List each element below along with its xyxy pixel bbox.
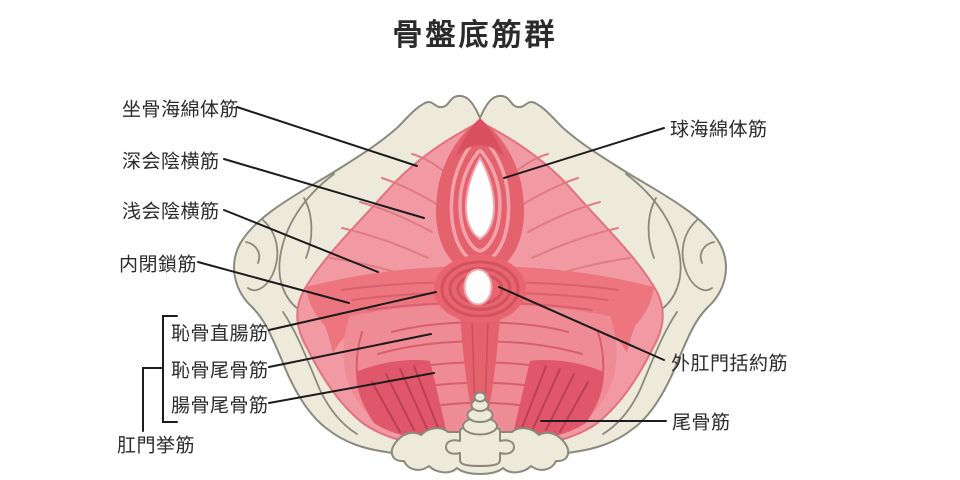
label-deep-transverse-perineal: 深会陰横筋: [122, 151, 220, 173]
leader-puborectalis: [268, 291, 437, 331]
leader-iliococcygeus: [268, 372, 435, 404]
leader-superficial-transverse-perineal: [223, 209, 379, 273]
leader-deep-transverse-perineal: [223, 158, 425, 219]
apex-wedge: [456, 118, 504, 157]
label-obturator-internus: 内閉鎖筋: [119, 254, 198, 276]
anal-opening: [463, 268, 493, 306]
urogenital-sphincter: [435, 118, 525, 274]
muscle-layer: [296, 118, 664, 451]
leader-external-anal-sphincter: [498, 286, 665, 361]
sacrum-coccyx-bone: [390, 391, 570, 475]
muscle-striations-upper: [329, 153, 631, 283]
urogenital-opening: [464, 155, 496, 241]
sacral-cross: [445, 427, 515, 467]
leader-pubococcygeus: [268, 333, 432, 368]
anal-sphincter: [434, 255, 526, 323]
label-levator-ani: 肛門挙筋: [117, 435, 196, 457]
leader-bulbocavernosus: [503, 127, 665, 179]
pelvis-bone-contour-lines: [245, 173, 715, 435]
page-title: 骨盤底筋群: [392, 19, 558, 52]
leader-lines: [197, 106, 667, 422]
label-coccygeus: 尾骨筋: [672, 412, 731, 434]
label-external-anal-sphincter: 外肛門括約筋: [671, 353, 789, 375]
label-iliococcygeus: 腸骨尾骨筋: [171, 395, 269, 417]
label-bulbocavernosus: 球海綿体筋: [670, 119, 768, 141]
label-pubococcygeus: 恥骨尾骨筋: [171, 360, 269, 382]
label-superficial-transverse-perineal: 浅会陰横筋: [122, 201, 220, 223]
label-puborectalis: 恥骨直腸筋: [171, 323, 269, 345]
coccyx-segments: [462, 391, 498, 436]
label-ischiocavernosus: 坐骨海綿体筋: [122, 99, 240, 121]
levator-ani-bracket: [142, 315, 178, 432]
coccygeus-muscles: [356, 360, 604, 439]
leader-obturator-internus: [197, 261, 350, 304]
leader-ischiocavernosus: [236, 106, 418, 167]
